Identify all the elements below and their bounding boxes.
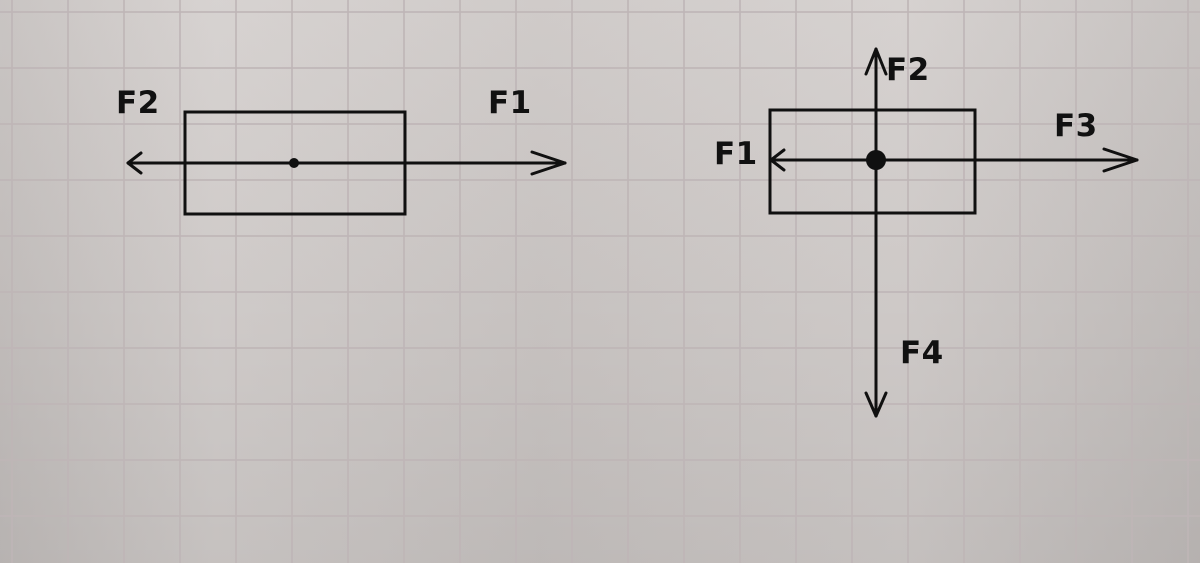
left-f2-arrowhead <box>126 151 143 175</box>
right-force-diagram: F2 F1 F3 F4 <box>714 47 1139 418</box>
right-center-point <box>866 150 886 170</box>
right-f4-label: F4 <box>900 335 944 371</box>
right-f4-arrowhead <box>864 391 888 418</box>
left-force-diagram: F2 F1 <box>116 85 567 216</box>
left-center-point <box>289 158 299 168</box>
left-f1-arrowhead <box>530 150 567 176</box>
right-f3-label: F3 <box>1054 108 1098 144</box>
right-f2-arrowhead <box>864 47 888 76</box>
left-f1-label: F1 <box>488 85 532 121</box>
right-f2-label: F2 <box>886 52 930 88</box>
right-f3-arrowhead <box>1102 147 1139 173</box>
right-f1-label: F1 <box>714 136 758 172</box>
right-f1-arrowhead <box>769 148 786 172</box>
left-f2-label: F2 <box>116 85 160 121</box>
